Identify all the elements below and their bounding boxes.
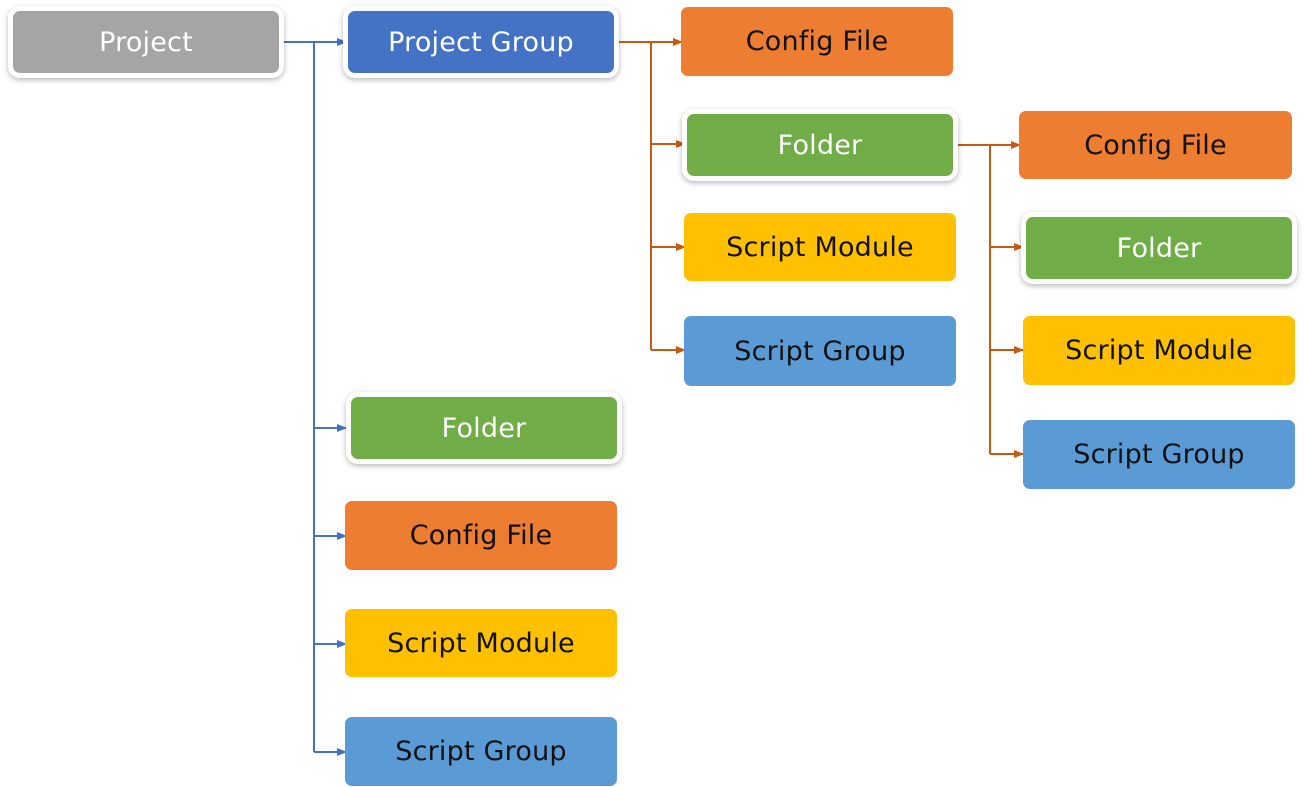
script-group-node: Script Group [684, 316, 956, 386]
script-group-node: Script Group [345, 717, 617, 786]
config-file-node: Config File [345, 501, 617, 570]
script-module-node: Script Module [1023, 316, 1295, 385]
project-group-node: Project Group [348, 11, 614, 73]
config-file-node: Config File [1019, 111, 1292, 179]
folder-connectors [957, 141, 1024, 458]
config-file-node: Config File [681, 7, 953, 76]
folder-node: Folder [351, 397, 617, 459]
folder-node: Folder [1026, 217, 1292, 279]
script-module-node: Script Module [345, 609, 617, 677]
projectgroup-connectors [617, 38, 686, 354]
folder-node: Folder [687, 114, 953, 176]
script-module-node: Script Module [684, 213, 956, 281]
project-node: Project [13, 11, 279, 73]
script-group-node: Script Group [1023, 420, 1295, 489]
project-connectors [283, 38, 347, 756]
